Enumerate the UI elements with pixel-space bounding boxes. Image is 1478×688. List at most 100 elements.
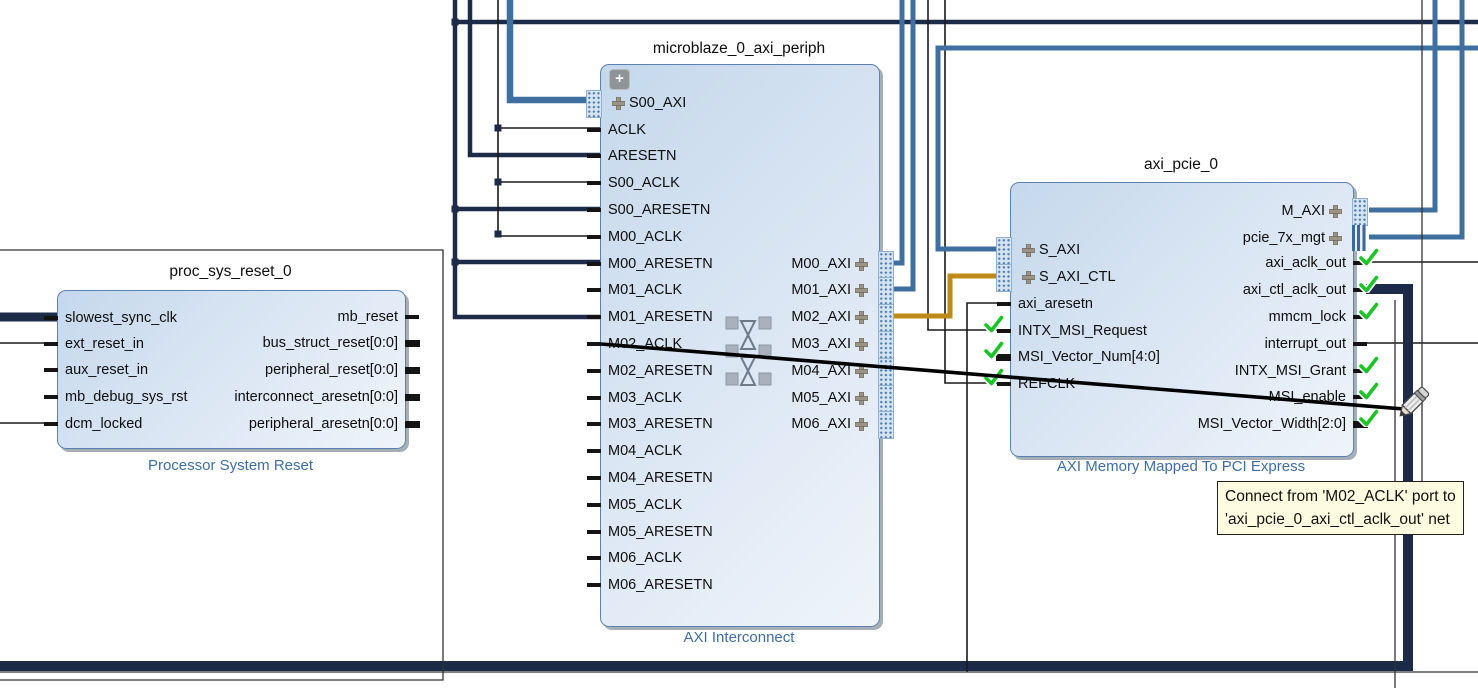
ip-block-microblaze_0_axi_periph[interactable]: +S00_AXI ACLK ARESETN S00_ACLK S00_ARESETN M0… [586, 64, 894, 627]
port-M00_ACLK[interactable]: M00_ACLK [608, 226, 682, 248]
pin-stub-M01_ARESETN[interactable] [587, 314, 601, 320]
interface-plus-icon[interactable] [855, 337, 868, 351]
pin-stub-M00_ARESETN[interactable] [587, 261, 601, 267]
port-S_AXI_CTL[interactable]: S_AXI_CTL [1018, 266, 1116, 288]
port-mmcm_lock[interactable]: mmcm_lock [1269, 306, 1346, 328]
interface-plus-icon[interactable] [855, 283, 868, 297]
pin-stub-ext_reset_in[interactable] [44, 341, 58, 347]
port-axi_ctl_aclk_out[interactable]: axi_ctl_aclk_out [1243, 279, 1346, 301]
pin-stub-M03_ARESETN[interactable] [587, 421, 601, 427]
pin-stub-interconnect_aresetn[0:0][interactable] [405, 393, 420, 401]
pin-stub-INTX_MSI_Grant[interactable] [1353, 368, 1367, 374]
port-S00_AXI[interactable]: S00_AXI [608, 92, 686, 114]
interface-plus-icon[interactable] [855, 364, 868, 378]
interface-plus-icon[interactable] [855, 257, 868, 271]
interface-plus-icon[interactable] [1329, 204, 1342, 218]
pin-stub-M05_ACLK[interactable] [587, 502, 601, 508]
interface-connector-M03_AXI[interactable] [878, 331, 894, 359]
pin-stub-axi_ctl_aclk_out[interactable] [1353, 287, 1367, 293]
port-M06_AXI[interactable]: M06_AXI [791, 413, 872, 435]
port-dcm_locked[interactable]: dcm_locked [65, 413, 142, 435]
port-INTX_MSI_Request[interactable]: INTX_MSI_Request [1018, 320, 1147, 342]
expand-block-button[interactable]: + [609, 69, 630, 90]
net-wire[interactable] [966, 302, 1008, 672]
port-bus_struct_reset[0:0][interactable]: bus_struct_reset[0:0] [263, 332, 398, 354]
net-wire[interactable] [506, 0, 592, 104]
pin-stub-axi_aresetn[interactable] [997, 301, 1011, 307]
pin-stub-ARESETN[interactable] [587, 153, 601, 159]
port-M01_ARESETN[interactable]: M01_ARESETN [608, 306, 713, 328]
net-wire[interactable] [0, 284, 1413, 671]
interface-connector-M05_AXI[interactable] [878, 385, 894, 413]
port-M04_ACLK[interactable]: M04_ACLK [608, 440, 682, 462]
interface-plus-icon[interactable] [855, 310, 868, 324]
port-mb_reset[interactable]: mb_reset [338, 306, 398, 328]
pin-stub-MSI_Vector_Num[4:0][interactable] [996, 353, 1011, 361]
pin-stub-interrupt_out[interactable] [1353, 341, 1367, 347]
port-M01_ACLK[interactable]: M01_ACLK [608, 279, 682, 301]
port-M00_ARESETN[interactable]: M00_ARESETN [608, 253, 713, 275]
net-wire[interactable] [927, 0, 1008, 331]
pin-stub-mmcm_lock[interactable] [1353, 314, 1367, 320]
port-ACLK[interactable]: ACLK [608, 119, 646, 141]
port-peripheral_aresetn[0:0][interactable]: peripheral_aresetn[0:0] [249, 413, 398, 435]
pin-stub-M05_ARESETN[interactable] [587, 529, 601, 535]
interface-connector-M06_AXI[interactable] [878, 411, 894, 439]
interface-connector-M00_AXI[interactable] [878, 251, 894, 279]
pin-stub-bus_struct_reset[0:0][interactable] [405, 339, 420, 347]
net-wire[interactable] [884, 273, 996, 319]
port-M03_ACLK[interactable]: M03_ACLK [608, 387, 682, 409]
pin-stub-slowest_sync_clk[interactable] [44, 315, 58, 321]
port-INTX_MSI_Grant[interactable]: INTX_MSI_Grant [1235, 360, 1346, 382]
in-progress-connection-wire[interactable] [600, 342, 1405, 411]
interface-plus-icon[interactable] [1329, 231, 1342, 245]
pin-stub-mb_reset[interactable] [405, 314, 419, 320]
port-S_AXI[interactable]: S_AXI [1018, 239, 1080, 261]
port-S00_ARESETN[interactable]: S00_ARESETN [608, 199, 710, 221]
pin-stub-M01_ACLK[interactable] [587, 287, 601, 293]
port-M05_AXI[interactable]: M05_AXI [791, 387, 872, 409]
pin-stub-peripheral_aresetn[0:0][interactable] [405, 420, 420, 428]
interface-connector-S_AXI[interactable] [996, 237, 1012, 265]
net-wire[interactable] [1369, 0, 1438, 213]
pin-stub-S00_ACLK[interactable] [587, 180, 601, 186]
pin-stub-aux_reset_in[interactable] [44, 367, 58, 373]
port-M00_AXI[interactable]: M00_AXI [791, 253, 872, 275]
pin-stub-mb_debug_sys_rst[interactable] [44, 394, 58, 400]
port-interconnect_aresetn[0:0][interactable]: interconnect_aresetn[0:0] [234, 386, 398, 408]
pin-stub-MSI_Vector_Width[2:0][interactable] [1353, 420, 1368, 428]
port-M02_ARESETN[interactable]: M02_ARESETN [608, 360, 713, 382]
port-M04_ARESETN[interactable]: M04_ARESETN [608, 467, 713, 489]
pin-stub-M06_ARESETN[interactable] [587, 582, 601, 588]
port-slowest_sync_clk[interactable]: slowest_sync_clk [65, 307, 177, 329]
port-aux_reset_in[interactable]: aux_reset_in [65, 359, 148, 381]
pin-stub-M06_ACLK[interactable] [587, 555, 601, 561]
interface-connector-S_AXI_CTL[interactable] [996, 264, 1012, 292]
port-M05_ACLK[interactable]: M05_ACLK [608, 494, 682, 516]
net-wire[interactable] [452, 0, 600, 320]
pin-stub-M04_ACLK[interactable] [587, 448, 601, 454]
pin-stub-dcm_locked[interactable] [44, 421, 58, 427]
interface-plus-icon[interactable] [855, 417, 868, 431]
port-ext_reset_in[interactable]: ext_reset_in [65, 333, 144, 355]
port-S00_ACLK[interactable]: S00_ACLK [608, 172, 680, 194]
port-M06_ACLK[interactable]: M06_ACLK [608, 547, 682, 569]
interface-connector-pcie_7x_mgt[interactable] [1352, 225, 1366, 251]
port-peripheral_reset[0:0][interactable]: peripheral_reset[0:0] [265, 359, 398, 381]
port-M01_AXI[interactable]: M01_AXI [791, 279, 872, 301]
port-M06_ARESETN[interactable]: M06_ARESETN [608, 574, 713, 596]
interface-plus-icon[interactable] [612, 96, 625, 110]
pin-stub-S00_ARESETN[interactable] [587, 207, 601, 213]
net-wire[interactable] [935, 45, 1478, 252]
pin-stub-INTX_MSI_Request[interactable] [997, 328, 1011, 334]
port-ARESETN[interactable]: ARESETN [608, 145, 677, 167]
pin-stub-M02_ACLK[interactable] [587, 341, 601, 347]
interface-connector-S00_AXI[interactable] [586, 90, 602, 118]
pin-stub-peripheral_reset[0:0][interactable] [405, 366, 420, 374]
port-M_AXI[interactable]: M_AXI [1281, 200, 1346, 222]
interface-plus-icon[interactable] [1022, 270, 1035, 284]
port-M04_AXI[interactable]: M04_AXI [791, 360, 872, 382]
pin-stub-M02_ARESETN[interactable] [587, 368, 601, 374]
